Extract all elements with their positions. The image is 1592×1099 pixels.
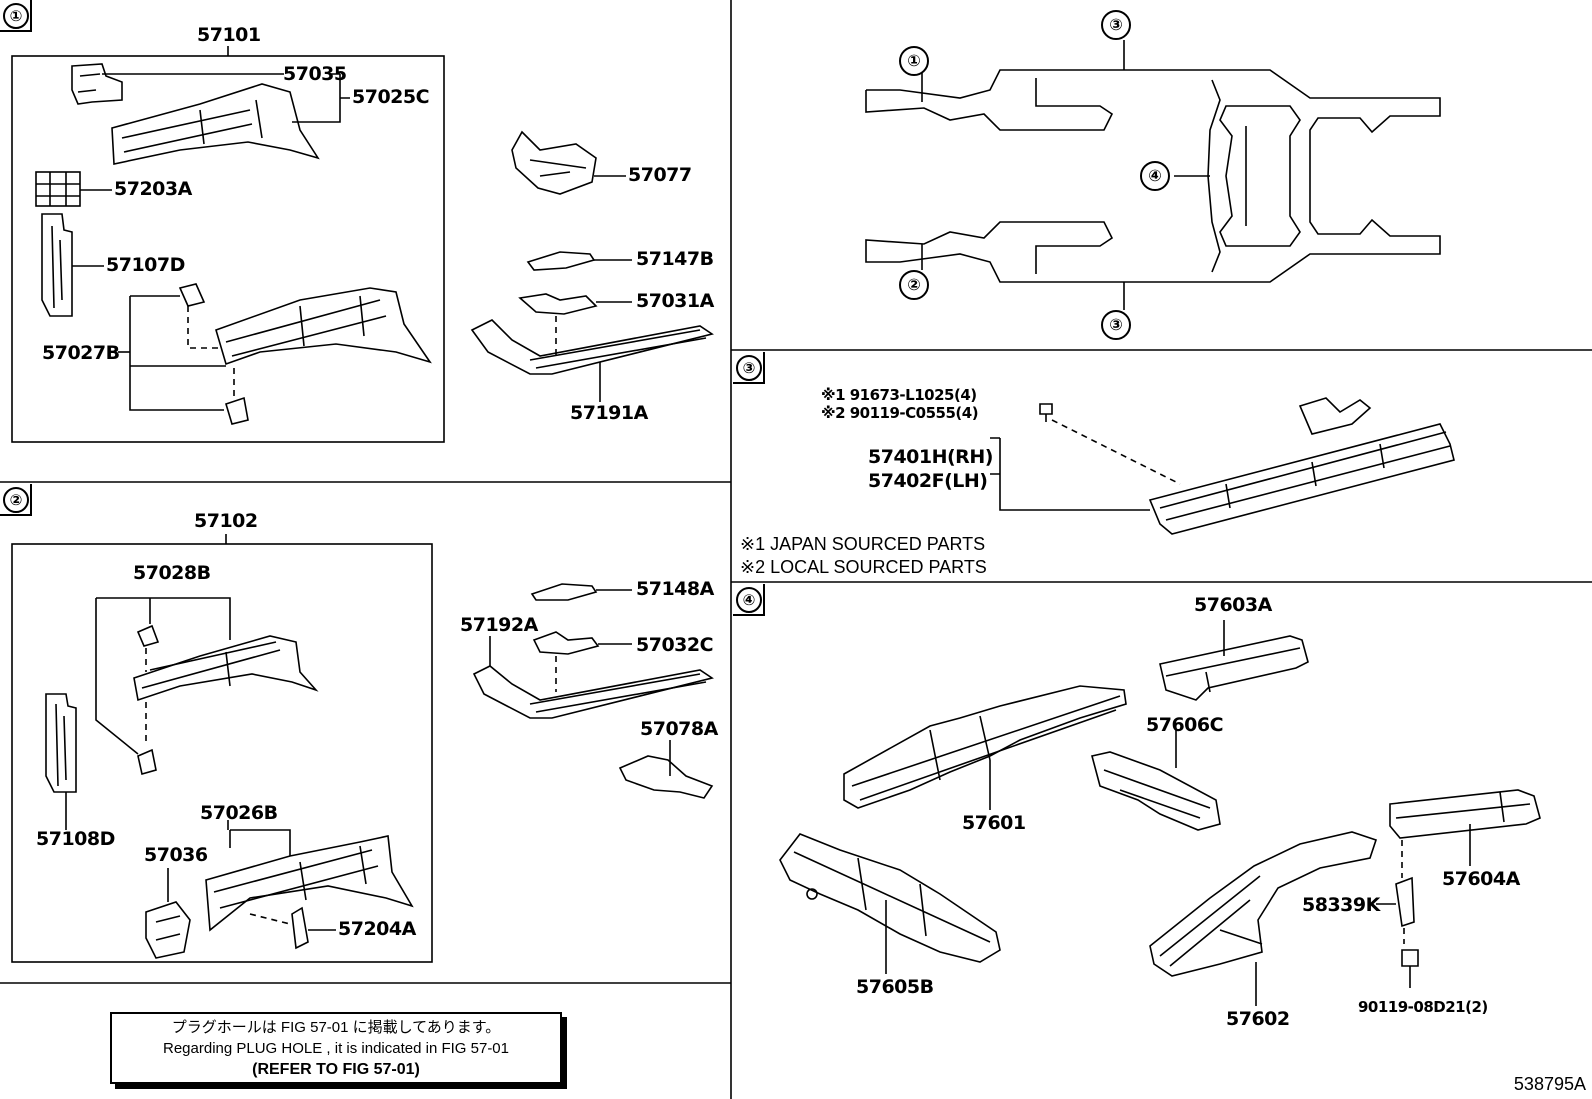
part-57108D-drawing xyxy=(45,693,77,793)
part-label-57108D[interactable]: 57108D xyxy=(36,828,115,850)
reference-note-box: プラグホールは FIG 57-01 に掲載してあります。 Regarding P… xyxy=(110,1012,562,1084)
section-marker-3: ③ xyxy=(733,352,765,384)
bolt-label-91673[interactable]: ※1 91673-L1025(4) xyxy=(821,386,977,404)
part-label-57401H[interactable]: 57401H(RH) xyxy=(868,446,993,468)
bolt-drawing xyxy=(1039,403,1053,422)
overview-callout-3-top[interactable]: ③ xyxy=(1101,10,1131,40)
overview-callout-2[interactable]: ② xyxy=(899,270,929,300)
reference-line-bold: (REFER TO FIG 57-01) xyxy=(252,1061,420,1078)
part-57077-drawing xyxy=(511,130,597,195)
section-marker-4: ④ xyxy=(733,584,765,616)
part-57032C-drawing xyxy=(532,631,600,655)
part-57148A-drawing xyxy=(530,583,598,601)
part-57025C-drawing xyxy=(111,83,320,165)
part-57028B-drawing xyxy=(133,624,319,776)
assembly-box-57101 xyxy=(11,55,445,443)
reference-line-en: Regarding PLUG HOLE , it is indicated in… xyxy=(163,1040,509,1057)
section-4-label: ④ xyxy=(736,587,762,613)
part-label-57035[interactable]: 57035 xyxy=(283,63,347,85)
overview-callout-3-bottom[interactable]: ③ xyxy=(1101,310,1131,340)
assembly-box-57102 xyxy=(11,543,433,963)
part-57026B-drawing xyxy=(205,835,414,932)
bolt-label-90119-c0555[interactable]: ※2 90119-C0555(4) xyxy=(821,404,979,422)
bolt-90119-drawing xyxy=(1401,949,1419,988)
part-label-57602[interactable]: 57602 xyxy=(1226,1008,1290,1030)
part-57078A-drawing xyxy=(618,755,714,799)
part-57601-drawing xyxy=(843,685,1127,809)
part-label-57603A[interactable]: 57603A xyxy=(1194,594,1272,616)
section-1-label: ① xyxy=(3,3,29,29)
part-label-57027B[interactable]: 57027B xyxy=(42,342,120,364)
part-57604A-drawing xyxy=(1389,789,1541,839)
part-label-57402F[interactable]: 57402F(LH) xyxy=(868,470,988,492)
overview-callout-4[interactable]: ④ xyxy=(1140,161,1170,191)
section-2-label: ② xyxy=(3,487,29,513)
part-label-57026B[interactable]: 57026B xyxy=(200,802,278,824)
part-label-57032C[interactable]: 57032C xyxy=(636,634,714,656)
part-label-57605B[interactable]: 57605B xyxy=(856,976,934,998)
part-57192A-drawing xyxy=(472,665,714,719)
part-label-57028B[interactable]: 57028B xyxy=(133,562,211,584)
part-label-57606C[interactable]: 57606C xyxy=(1146,714,1224,736)
note-local-sourced: ※2 LOCAL SOURCED PARTS xyxy=(740,557,987,577)
section-marker-1: ① xyxy=(0,0,32,32)
part-label-57025C[interactable]: 57025C xyxy=(352,86,430,108)
part-57204A-drawing xyxy=(291,906,309,950)
section-marker-2: ② xyxy=(0,484,32,516)
part-57107D-drawing xyxy=(41,213,73,317)
figure-code: 538795A xyxy=(1513,1074,1586,1094)
part-label-57203A[interactable]: 57203A xyxy=(114,178,192,200)
reference-line-jp: プラグホールは FIG 57-01 に掲載してあります。 xyxy=(171,1019,501,1036)
overview-callout-1[interactable]: ① xyxy=(899,46,929,76)
note-japan-sourced: ※1 JAPAN SOURCED PARTS xyxy=(740,534,986,554)
part-label-58339K[interactable]: 58339K xyxy=(1302,894,1380,916)
part-57147B-drawing xyxy=(526,251,596,271)
part-label-57604A[interactable]: 57604A xyxy=(1442,868,1520,890)
part-57031A-drawing xyxy=(518,293,598,315)
part-57191A-drawing xyxy=(470,319,714,375)
part-label-57192A[interactable]: 57192A xyxy=(460,614,538,636)
part-57035-drawing xyxy=(71,63,123,105)
part-58339K-drawing xyxy=(1395,876,1415,928)
part-57203A-drawing xyxy=(35,171,81,207)
part-label-57191A[interactable]: 57191A xyxy=(570,402,648,424)
part-label-57036[interactable]: 57036 xyxy=(144,844,208,866)
part-label-57148A[interactable]: 57148A xyxy=(636,578,714,600)
part-label-57102[interactable]: 57102 xyxy=(194,510,258,532)
part-label-57147B[interactable]: 57147B xyxy=(636,248,714,270)
part-label-57601[interactable]: 57601 xyxy=(962,812,1026,834)
part-label-57031A[interactable]: 57031A xyxy=(636,290,714,312)
part-label-57101[interactable]: 57101 xyxy=(197,24,261,46)
bolt-label-90119-08d21[interactable]: 90119-08D21(2) xyxy=(1358,998,1488,1016)
part-57027B-drawing xyxy=(178,283,432,425)
part-label-57107D[interactable]: 57107D xyxy=(106,254,185,276)
part-57036-drawing xyxy=(145,901,191,959)
part-57602-drawing xyxy=(1149,831,1378,977)
section-3-label: ③ xyxy=(736,355,762,381)
part-57401H-57402F-drawing xyxy=(1148,397,1455,535)
part-57606C-drawing xyxy=(1091,751,1221,831)
part-label-57204A[interactable]: 57204A xyxy=(338,918,416,940)
part-57605B-drawing xyxy=(779,833,1001,963)
part-57603A-drawing xyxy=(1159,635,1309,701)
part-label-57077[interactable]: 57077 xyxy=(628,164,692,186)
part-label-57078A[interactable]: 57078A xyxy=(640,718,718,740)
